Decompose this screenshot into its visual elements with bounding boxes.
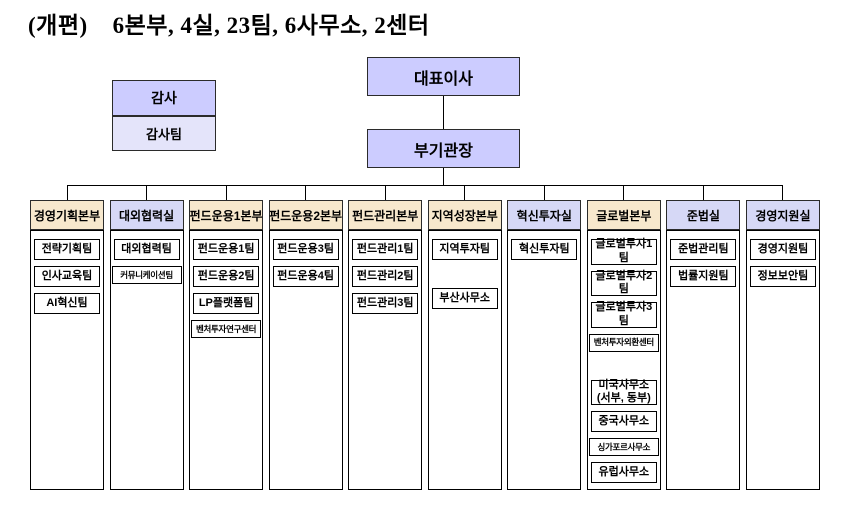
connector-deputy-bus xyxy=(443,168,444,185)
column-header: 글로벌본부 xyxy=(586,200,661,230)
column-fund-operation-1: 펀드운용1본부 펀드운용1팀 펀드운용2팀 LP플랫폼팀 벤처투자연구센터 xyxy=(189,200,264,490)
column-header: 경영기획본부 xyxy=(30,200,104,230)
ceo-box: 대표이사 xyxy=(367,57,520,96)
column-fund-management: 펀드관리본부 펀드관리1팀 펀드관리2팀 펀드관리3팀 xyxy=(348,200,423,490)
connector-ceo-deputy xyxy=(443,96,444,129)
team-box: 부산사무소 xyxy=(431,288,498,309)
column-body: 펀드운용1팀 펀드운용2팀 LP플랫폼팀 벤처투자연구센터 xyxy=(189,230,264,490)
column-header: 지역성장본부 xyxy=(427,200,502,230)
page-title: (개편) 6본부, 4실, 23팀, 6사무소, 2센터 xyxy=(28,13,430,38)
team-box: 법률지원팀 xyxy=(670,266,737,287)
column-header: 준법실 xyxy=(666,200,741,230)
column-header: 혁신투자실 xyxy=(507,200,582,230)
column-global: 글로벌본부 글로벌투자1팀 글로벌투자2팀 글로벌투자3팀 벤처투자외환센터 미… xyxy=(586,200,661,490)
connector-stub xyxy=(385,185,386,200)
column-body: 지역투자팀 부산사무소 xyxy=(427,230,502,490)
team-box: AI혁신팀 xyxy=(34,293,100,314)
team-box: 싱가포르사무소 xyxy=(588,438,659,456)
column-fund-operation-2: 펀드운용2본부 펀드운용3팀 펀드운용4팀 xyxy=(268,200,343,490)
column-header: 펀드운용2본부 xyxy=(268,200,343,230)
column-compliance: 준법실 준법관리팀 법률지원팀 xyxy=(666,200,741,490)
team-box: 펀드운용2팀 xyxy=(193,266,260,287)
connector-bus xyxy=(67,185,783,186)
column-regional-growth: 지역성장본부 지역투자팀 부산사무소 xyxy=(427,200,502,490)
column-body: 혁신투자팀 xyxy=(507,230,582,490)
connector-stub xyxy=(464,185,465,200)
column-body: 준법관리팀 법률지원팀 xyxy=(666,230,741,490)
team-box: 혁신투자팀 xyxy=(511,239,578,260)
column-innovation-investment: 혁신투자실 혁신투자팀 xyxy=(507,200,582,490)
team-box: 정보보안팀 xyxy=(749,266,816,287)
team-box: 벤처투자연구센터 xyxy=(191,320,262,338)
column-body: 글로벌투자1팀 글로벌투자2팀 글로벌투자3팀 벤처투자외환센터 미국사무소 (… xyxy=(586,230,661,490)
column-body: 펀드관리1팀 펀드관리2팀 펀드관리3팀 xyxy=(348,230,423,490)
column-body: 전략기획팀 인사교육팀 AI혁신팀 xyxy=(30,230,104,490)
team-box: 펀드관리2팀 xyxy=(352,266,419,287)
team-box: 대외협력팀 xyxy=(113,239,180,260)
column-header: 경영지원실 xyxy=(745,200,820,230)
team-box: 펀드운용1팀 xyxy=(193,239,260,260)
team-box: 준법관리팀 xyxy=(670,239,737,260)
team-box: 지역투자팀 xyxy=(431,239,498,260)
deputy-director-box: 부기관장 xyxy=(367,129,520,168)
team-box: 경영지원팀 xyxy=(749,239,816,260)
connector-stub xyxy=(226,185,227,200)
column-header: 펀드관리본부 xyxy=(348,200,423,230)
team-box: 글로벌투자3팀 xyxy=(590,301,657,328)
audit-team-box: 감사팀 xyxy=(112,116,216,151)
team-box: 미국사무소 (서부, 동부) xyxy=(590,379,657,405)
column-body: 경영지원팀 정보보안팀 xyxy=(745,230,820,490)
connector-stub xyxy=(782,185,783,200)
team-box: 커뮤니케이션팀 xyxy=(111,266,182,284)
connector-stub xyxy=(623,185,624,200)
team-box: 펀드운용3팀 xyxy=(272,239,339,260)
column-management-support: 경영지원실 경영지원팀 정보보안팀 xyxy=(745,200,820,490)
team-box: 유럽사무소 xyxy=(590,462,657,483)
connector-stub xyxy=(544,185,545,200)
team-box: 중국사무소 xyxy=(590,411,657,432)
column-management-planning: 경영기획본부 전략기획팀 인사교육팀 AI혁신팀 xyxy=(30,200,104,490)
column-body: 대외협력팀 커뮤니케이션팀 xyxy=(109,230,184,490)
connector-stub xyxy=(67,185,68,200)
column-external-cooperation: 대외협력실 대외협력팀 커뮤니케이션팀 xyxy=(109,200,184,490)
team-box: 벤처투자외환센터 xyxy=(588,333,659,352)
team-box: 글로벌투자1팀 xyxy=(590,238,657,265)
team-box: 인사교육팀 xyxy=(34,266,100,287)
audit-box: 감사 xyxy=(112,80,216,116)
column-body: 펀드운용3팀 펀드운용4팀 xyxy=(268,230,343,490)
team-box: LP플랫폼팀 xyxy=(193,293,260,314)
column-header: 대외협력실 xyxy=(109,200,184,230)
team-box: 펀드관리3팀 xyxy=(352,293,419,314)
column-header: 펀드운용1본부 xyxy=(189,200,264,230)
connector-stub xyxy=(305,185,306,200)
team-box: 펀드관리1팀 xyxy=(352,239,419,260)
team-box: 글로벌투자2팀 xyxy=(590,270,657,296)
department-columns: 경영기획본부 전략기획팀 인사교육팀 AI혁신팀 대외협력실 대외협력팀 커뮤니… xyxy=(30,200,820,490)
team-box: 펀드운용4팀 xyxy=(272,266,339,287)
team-box: 전략기획팀 xyxy=(34,239,100,260)
connector-stub xyxy=(703,185,704,200)
connector-stub xyxy=(146,185,147,200)
